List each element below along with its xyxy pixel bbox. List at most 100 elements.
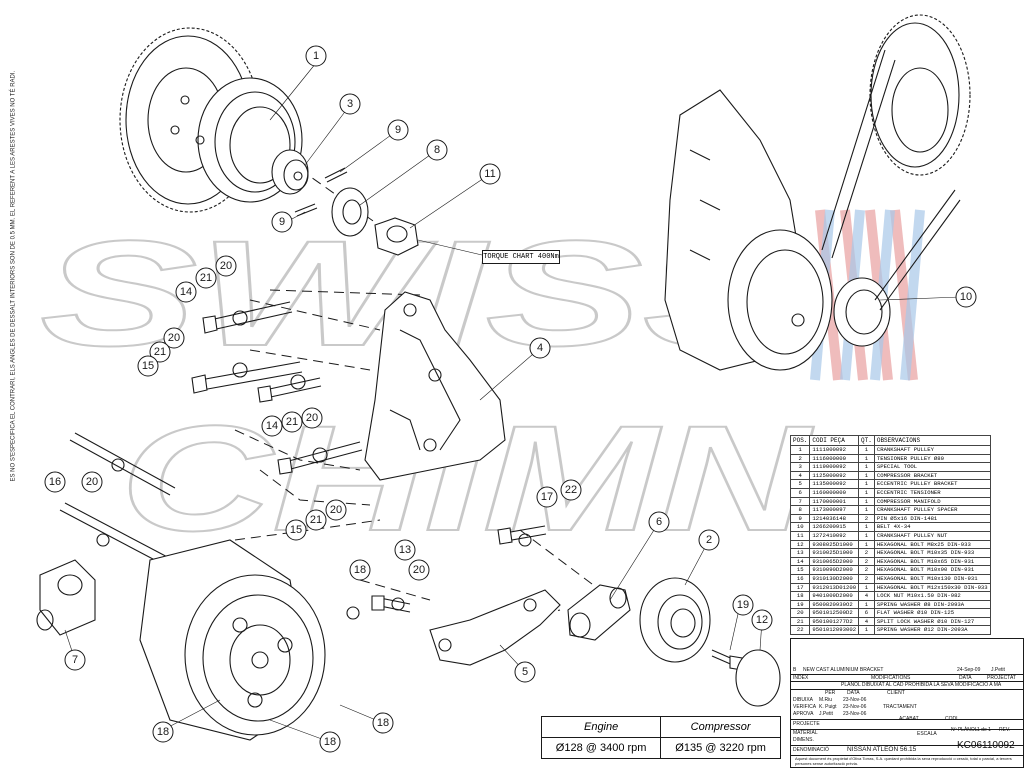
compressor-manifold bbox=[36, 559, 96, 636]
parts-list-observation: BELT 4X-34 bbox=[873, 522, 991, 532]
parts-list-observation: SPRING WASHER Ø12 DIN-2093A bbox=[873, 625, 991, 636]
svg-text:21: 21 bbox=[286, 416, 298, 428]
parts-list-code: 1119000092 bbox=[809, 462, 860, 472]
parts-list-pos: 16 bbox=[789, 573, 811, 584]
parts-list-pos: 8 bbox=[789, 505, 811, 515]
perf-compressor-label: Compressor bbox=[660, 716, 781, 738]
balloon-21-b: 21 bbox=[149, 341, 171, 363]
parts-list-qty: 1 bbox=[858, 625, 875, 636]
parts-list-pos: 22 bbox=[789, 625, 811, 636]
balloon-21-d: 21 bbox=[305, 509, 327, 531]
parts-list-observation: SPLIT LOCK WASHER Ø10 DIN-127 bbox=[873, 616, 991, 627]
cad-notice: PLÀNOL DIBUIXAT AL CAD PROHIBIDA LA SEVA… bbox=[841, 682, 1002, 688]
parts-list-observation: TENSIONER PULLEY Ø80 bbox=[873, 453, 991, 464]
parts-list-observation: FLAT WASHER Ø10 DIN-125 bbox=[873, 608, 991, 618]
pulley-bolt-and-cap bbox=[711, 649, 781, 707]
parts-list-code: 1160000000 bbox=[809, 487, 860, 498]
parts-list-pos: 2 bbox=[789, 453, 811, 464]
parts-list-pos: 5 bbox=[789, 479, 811, 489]
balloon-18-c: 18 bbox=[319, 731, 341, 753]
balloon-10: 10 bbox=[955, 286, 977, 308]
parts-list-qty: 2 bbox=[858, 556, 875, 567]
parts-list-qty: 1 bbox=[858, 582, 875, 593]
role-header-client: CLIENT bbox=[887, 690, 905, 696]
svg-text:15: 15 bbox=[142, 360, 154, 372]
parts-list-observation: ECCENTRIC TENSIONER bbox=[873, 487, 991, 498]
svg-text:21: 21 bbox=[200, 272, 212, 284]
rev-label: REV. bbox=[999, 727, 1011, 733]
balloon-4: 4 bbox=[529, 337, 551, 359]
parts-list-pos: 1 bbox=[789, 445, 811, 455]
parts-list-code: 9501012093002 bbox=[809, 625, 860, 636]
role-approved: APROVA bbox=[793, 711, 814, 717]
svg-text:16: 16 bbox=[49, 476, 61, 488]
parts-list-pos: 12 bbox=[789, 539, 811, 550]
torque-note: TORQUE CHART 400Nm bbox=[482, 250, 560, 264]
parts-list-code: 9312013D01200 bbox=[809, 582, 860, 593]
parts-list-pos: 3 bbox=[789, 462, 811, 472]
role-header-data: DATA bbox=[847, 690, 860, 696]
parts-list-qty: 1 bbox=[858, 462, 875, 472]
perf-compressor-value: Ø135 @ 3220 rpm bbox=[660, 737, 781, 759]
dimens-label: DIMENS. bbox=[793, 737, 814, 743]
svg-text:21: 21 bbox=[310, 514, 322, 526]
rev-text: NEW CAST ALUMINIUM BRACKET bbox=[803, 667, 884, 673]
parts-list-code: 1125000092 bbox=[809, 470, 860, 481]
balloon-7: 7 bbox=[64, 649, 86, 671]
balloon-18-a: 18 bbox=[349, 559, 371, 581]
parts-list-observation: CRANKSHAFT PULLEY bbox=[873, 445, 991, 455]
svg-text:10: 10 bbox=[960, 291, 972, 303]
parts-list-qty: 6 bbox=[858, 608, 875, 618]
svg-text:9: 9 bbox=[279, 216, 285, 228]
ac-compressor bbox=[139, 539, 326, 741]
role-approved-by: J.Petit bbox=[819, 711, 833, 717]
parts-list-pos: 4 bbox=[789, 470, 811, 481]
parts-list-qty: 4 bbox=[858, 616, 875, 627]
parts-list-qty: 2 bbox=[858, 565, 875, 575]
svg-text:18: 18 bbox=[324, 736, 336, 748]
rev-index: B bbox=[793, 667, 797, 673]
parts-list-observation: CRANKSHAFT PULLEY NUT bbox=[873, 530, 991, 541]
role-checked-by: K. Puigt bbox=[819, 704, 837, 710]
parts-list-observation: CRANKSHAFT PULLEY SPACER bbox=[873, 505, 991, 515]
role-checked: VERIFICA bbox=[793, 704, 817, 710]
parts-list-observation: ECCENTRIC PULLEY BRACKET bbox=[873, 479, 991, 489]
parts-list-qty: 2 bbox=[858, 573, 875, 584]
parts-list-code: 9500820930O2 bbox=[809, 599, 860, 610]
parts-list-qty: 2 bbox=[858, 548, 875, 558]
role-drawn-by: M.Riu bbox=[819, 697, 833, 703]
parts-list-code: 9310025D1000 bbox=[809, 548, 860, 558]
parts-list-header: POS. CODI PEÇA QT. OBSERVACIONS bbox=[789, 435, 991, 446]
bracket-bolts bbox=[59, 301, 363, 569]
planol-label: Nº PLÀNOL bbox=[951, 727, 978, 733]
balloon-15-b: 15 bbox=[285, 519, 307, 541]
svg-text:9: 9 bbox=[395, 124, 401, 136]
svg-text:20: 20 bbox=[413, 564, 425, 576]
escala-label: ESCALA bbox=[917, 731, 937, 737]
balloon-12: 12 bbox=[751, 609, 773, 631]
parts-list-code: 1214036148 bbox=[809, 513, 860, 524]
svg-text:5: 5 bbox=[522, 666, 528, 678]
balloon-18-b: 18 bbox=[152, 721, 174, 743]
parts-list-observation: SPECIAL TOOL bbox=[873, 462, 991, 472]
side-note: ES NO S'ESPECIFICA EL CONTRARI, ELS ANGL… bbox=[10, 70, 17, 482]
svg-text:6: 6 bbox=[656, 516, 662, 528]
parts-list-pos: 9 bbox=[789, 513, 811, 524]
svg-text:3: 3 bbox=[347, 98, 353, 110]
parts-list-observation: HEXAGONAL BOLT M8x25 DIN-933 bbox=[873, 539, 991, 550]
special-tool bbox=[271, 149, 309, 195]
title-block: B NEW CAST ALUMINIUM BRACKET 24-Sep-09 J… bbox=[790, 638, 1024, 768]
balloon-14-a: 14 bbox=[175, 281, 197, 303]
balloon-8: 8 bbox=[426, 139, 448, 161]
parts-list-qty: 2 bbox=[858, 513, 875, 524]
svg-text:14: 14 bbox=[266, 420, 278, 432]
perf-engine-label: Engine bbox=[540, 716, 662, 738]
balloon-9-upper: 9 bbox=[387, 119, 409, 141]
eccentric-tensioner bbox=[567, 584, 631, 641]
